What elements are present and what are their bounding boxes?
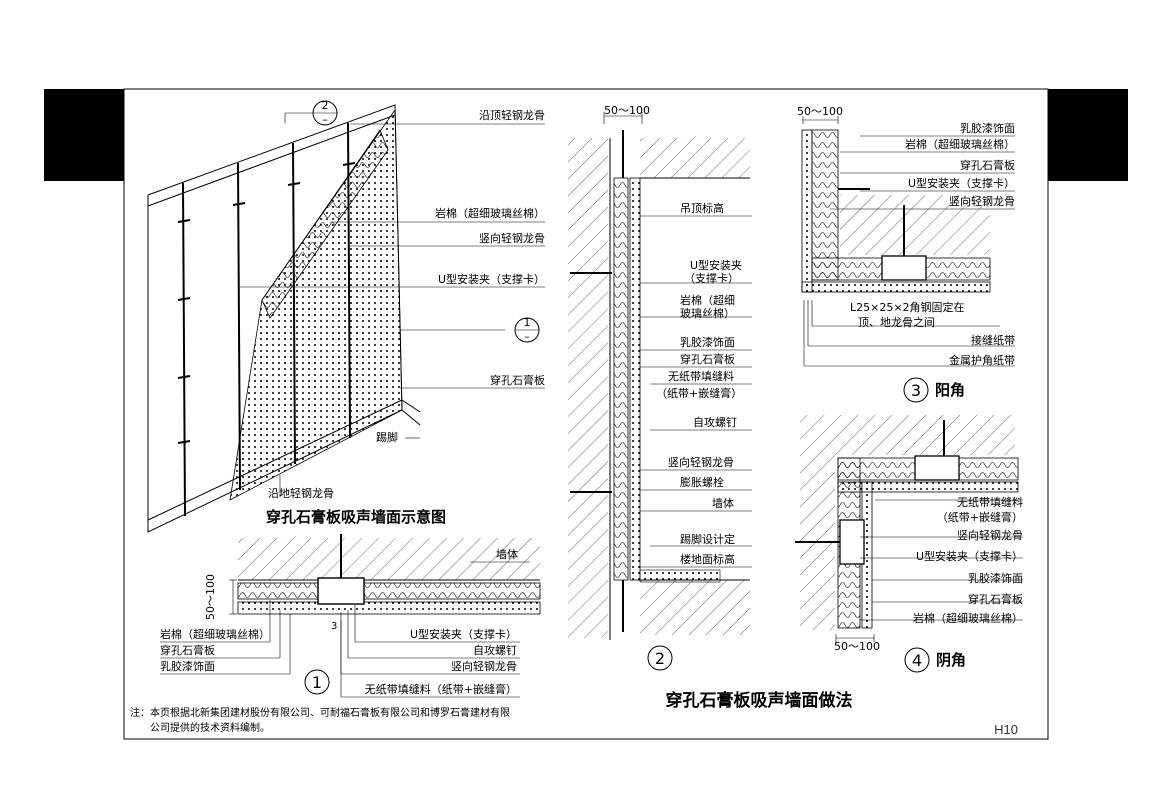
section-4-detail — [795, 415, 1019, 642]
section-3-number-circle — [903, 377, 929, 403]
note-line-1: 注：本页根据北新集团建材股份有限公司、可耐福石膏板有限公司和博罗石膏建材有限 — [130, 706, 510, 719]
page-number: H10 — [994, 722, 1018, 737]
section-2-number-circle — [647, 645, 673, 671]
s2-label-14: 楼地面标高 — [680, 552, 735, 566]
section-1-number: 1 — [312, 673, 322, 692]
s2-label-9: 自攻螺钉 — [693, 415, 737, 429]
s1-label-wall: 墙体 — [496, 547, 518, 561]
s2-dim: 50～100 — [604, 104, 650, 117]
s1-small-number: 3 — [331, 621, 337, 632]
svg-text:1: 1 — [524, 316, 531, 329]
s4-label-1: （纸带+嵌缝膏） — [937, 510, 1023, 524]
s2-label-7: 无纸带填缝料 — [668, 369, 734, 383]
label-skirting: 踢脚 — [376, 430, 398, 444]
s3-dim: 50～100 — [797, 105, 843, 118]
s4-label-4: 乳胶漆饰面 — [968, 571, 1023, 585]
s2-label-3: 岩棉（超细 — [680, 293, 735, 307]
s2-label-6: 穿孔石膏板 — [680, 352, 735, 366]
section-4-leaders — [860, 499, 1023, 621]
left-margin-block — [44, 89, 124, 181]
s1-label-panel: 穿孔石膏板 — [160, 643, 215, 657]
section-4-number: 4 — [912, 651, 922, 670]
callout-2-top: 2 – — [285, 99, 338, 126]
s1-label-joint: 无纸带填缝料（纸带+嵌缝膏） — [365, 682, 517, 696]
s2-label-8: （纸带+嵌缝膏） — [656, 386, 742, 400]
svg-text:–: – — [524, 330, 530, 343]
section-3-caption: 阳角 — [935, 381, 965, 399]
s3-label-4: 竖向轻钢龙骨 — [949, 194, 1015, 208]
drawing-frame — [123, 88, 1049, 740]
isometric-view — [147, 104, 421, 533]
section-3-number: 3 — [911, 381, 921, 400]
main-title: 穿孔石膏板吸声墙面做法 — [666, 690, 853, 711]
s1-label-stud: 竖向轻钢龙骨 — [451, 659, 517, 673]
section-2-number: 2 — [655, 649, 665, 668]
section-2-detail — [568, 112, 750, 640]
s3-label-0: 乳胶漆饰面 — [960, 121, 1015, 135]
iso-view-title: 穿孔石膏板吸声墙面示意图 — [266, 508, 446, 526]
s3-label-2: 穿孔石膏板 — [960, 158, 1015, 172]
section-4-caption: 阴角 — [936, 651, 966, 669]
s3-label-3: U型安装夹（支撑卡） — [908, 176, 1015, 190]
s3-label-6: 顶、地龙骨之间 — [858, 315, 935, 329]
s4-label-3: U型安装夹（支撑卡） — [916, 549, 1023, 563]
note-line-2: 公司提供的技术资料编制。 — [150, 721, 270, 734]
section-3-detail — [801, 116, 991, 293]
s4-label-0: 无纸带填缝料 — [957, 495, 1023, 509]
svg-text:–: – — [322, 113, 328, 126]
s1-label-screw: 自攻螺钉 — [473, 643, 517, 657]
s2-label-0: 吊顶标高 — [680, 201, 724, 215]
s2-label-13: 踢脚设计定 — [680, 532, 735, 546]
svg-text:2: 2 — [322, 99, 329, 112]
label-top-runner: 沿顶轻钢龙骨 — [479, 108, 545, 122]
s3-label-5: L25×25×2角钢固定在 — [850, 300, 965, 314]
right-margin-block — [1048, 89, 1128, 181]
label-rock-wool: 岩棉（超细玻璃丝棉） — [435, 206, 545, 220]
label-u-clip: U型安装夹（支撑卡） — [438, 272, 545, 286]
iso-leaders — [240, 113, 545, 497]
s4-dim: 50～100 — [834, 640, 880, 653]
s4-label-6: 岩棉（超细玻璃丝棉） — [913, 611, 1023, 625]
s2-label-12: 墙体 — [712, 496, 734, 510]
section-3-leaders — [803, 135, 1015, 367]
label-floor-runner: 沿地轻钢龙骨 — [268, 486, 334, 500]
s3-label-1: 岩棉（超细玻璃丝棉） — [905, 137, 1015, 151]
s1-label-u-clip: U型安装夹（支撑卡） — [410, 627, 517, 641]
s1-label-rock-wool: 岩棉（超细玻璃丝棉） — [160, 627, 270, 641]
label-panel: 穿孔石膏板 — [490, 373, 545, 387]
s1-label-finish: 乳胶漆饰面 — [160, 659, 215, 673]
s4-label-5: 穿孔石膏板 — [968, 592, 1023, 606]
s2-label-11: 膨胀螺栓 — [680, 475, 724, 489]
s2-label-2: （支撑卡） — [684, 271, 739, 285]
section-1-number-circle — [304, 669, 330, 695]
section-4-number-circle — [904, 647, 930, 673]
s4-label-2: 竖向轻钢龙骨 — [957, 528, 1023, 542]
callout-1-mid: 1 – — [514, 316, 540, 343]
s2-label-4: 玻璃丝棉） — [680, 306, 735, 320]
section-1-detail — [229, 534, 541, 615]
section-1-dim: 50～100 — [204, 574, 217, 620]
section-2-leaders — [640, 215, 752, 568]
s2-label-1: U型安装夹 — [690, 258, 742, 272]
s3-label-8: 金属护角纸带 — [949, 353, 1015, 367]
s2-label-10: 竖向轻钢龙骨 — [668, 455, 734, 469]
s2-label-5: 乳胶漆饰面 — [680, 335, 735, 349]
s3-label-7: 接缝纸带 — [971, 333, 1015, 347]
label-stud: 竖向轻钢龙骨 — [479, 231, 545, 245]
section-1-leaders — [160, 561, 530, 698]
